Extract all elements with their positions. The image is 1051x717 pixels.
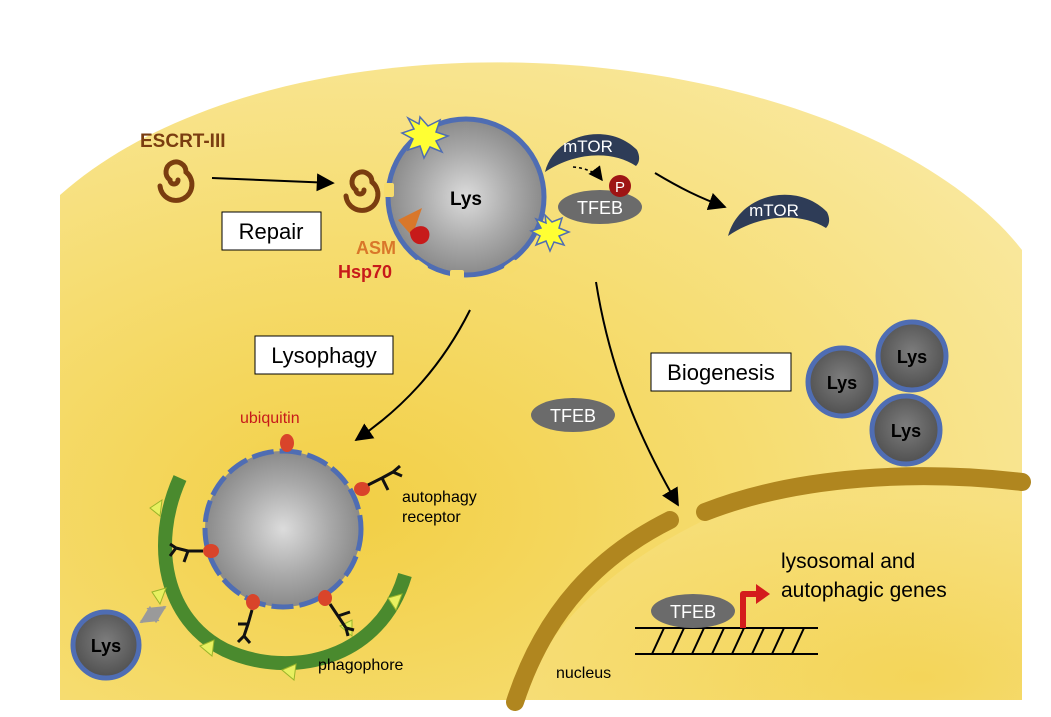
membrane-lesions xyxy=(384,183,520,279)
lysophagy-label: Lysophagy xyxy=(271,343,377,368)
mtor-free-shape xyxy=(728,194,830,236)
dna-strand xyxy=(635,627,818,655)
tfeb-cyto-label: TFEB xyxy=(550,406,596,426)
autophagy-receptor-label-1: autophagy xyxy=(402,489,477,506)
damage-burst-top-icon xyxy=(400,115,451,160)
genes-label-1: lysosomal and xyxy=(781,550,915,573)
lysosome-fusion-arrow xyxy=(139,605,167,624)
nuclear-envelope-right xyxy=(696,467,1031,521)
mtor-release-arrow xyxy=(654,172,727,210)
biogenesis-label: Biogenesis xyxy=(667,360,775,385)
lys-small-left-label: Lys xyxy=(91,636,121,656)
lys-cluster-1-label: Lys xyxy=(897,347,927,367)
autophagy-receptors xyxy=(168,464,403,644)
hsp70-shape xyxy=(410,226,430,245)
asm-shape xyxy=(398,208,422,236)
autophagy-receptor-label-2: receptor xyxy=(402,509,461,526)
small-lysosome-left: Lys xyxy=(70,609,142,681)
receptor-left xyxy=(168,542,219,563)
lys-cluster-2-label: Lys xyxy=(827,373,857,393)
ubiquitin-label: ubiquitin xyxy=(240,410,300,427)
phosphate-label: P xyxy=(615,179,625,196)
receptor-bottom-right xyxy=(318,590,355,637)
lysophagy-box: Lysophagy xyxy=(254,335,394,375)
receptor-top-right xyxy=(354,464,403,496)
lys-cluster-1: Lys xyxy=(875,319,949,393)
repair-box: Repair xyxy=(221,211,322,251)
mtor-free-label: mTOR xyxy=(749,201,799,220)
tfeb-nuclear-label: TFEB xyxy=(670,602,716,622)
nuclear-envelope-left xyxy=(506,511,679,711)
engulfed-lysosome xyxy=(202,448,364,610)
transcription-arrowhead-icon xyxy=(756,584,770,604)
escrt-recruit-arrow xyxy=(211,173,335,192)
escrt-label: ESCRT-III xyxy=(140,131,226,152)
genes-label-2: autophagic genes xyxy=(781,579,947,602)
tfeb-translocation-arrow xyxy=(595,281,679,507)
repair-label: Repair xyxy=(239,219,304,244)
receptor-bottom xyxy=(236,594,260,644)
tfeb-nuclear-shape xyxy=(651,594,735,628)
tfeb-bound-label: TFEB xyxy=(577,198,623,218)
phagophore-lipid-triangles xyxy=(149,498,403,681)
phagophore xyxy=(158,475,412,671)
lysophagy-arrow xyxy=(354,309,471,442)
lys-cluster-3-label: Lys xyxy=(891,421,921,441)
hsp70-label: Hsp70 xyxy=(338,262,392,282)
tfeb-bound-shape xyxy=(558,190,642,224)
tfeb-cyto-shape xyxy=(531,398,615,432)
lysosome-cluster: Lys Lys Lys xyxy=(805,319,949,467)
lys-main-label: Lys xyxy=(450,189,482,210)
phagophore-label: phagophore xyxy=(318,657,404,674)
phosphate-icon xyxy=(609,175,631,197)
asm-label: ASM xyxy=(356,238,396,258)
biogenesis-box: Biogenesis xyxy=(650,352,792,392)
lys-cluster-3: Lys xyxy=(869,393,943,467)
phosphorylation-arrow xyxy=(572,165,603,182)
nucleus-interior xyxy=(518,474,1022,700)
mtor-bound-label: mTOR xyxy=(563,137,613,156)
lys-cluster-2: Lys xyxy=(805,345,879,419)
mtor-bound-shape xyxy=(545,134,640,172)
escrt-spiral-icon xyxy=(157,159,195,203)
escrt-bound-spiral-icon xyxy=(343,169,381,213)
nucleus-label: nucleus xyxy=(556,665,611,682)
ubiquitin-icon xyxy=(280,434,294,452)
transcription-start-arrow-icon xyxy=(740,591,758,628)
nucleus: nucleus xyxy=(506,467,1031,711)
damage-burst-right-icon xyxy=(529,212,572,253)
